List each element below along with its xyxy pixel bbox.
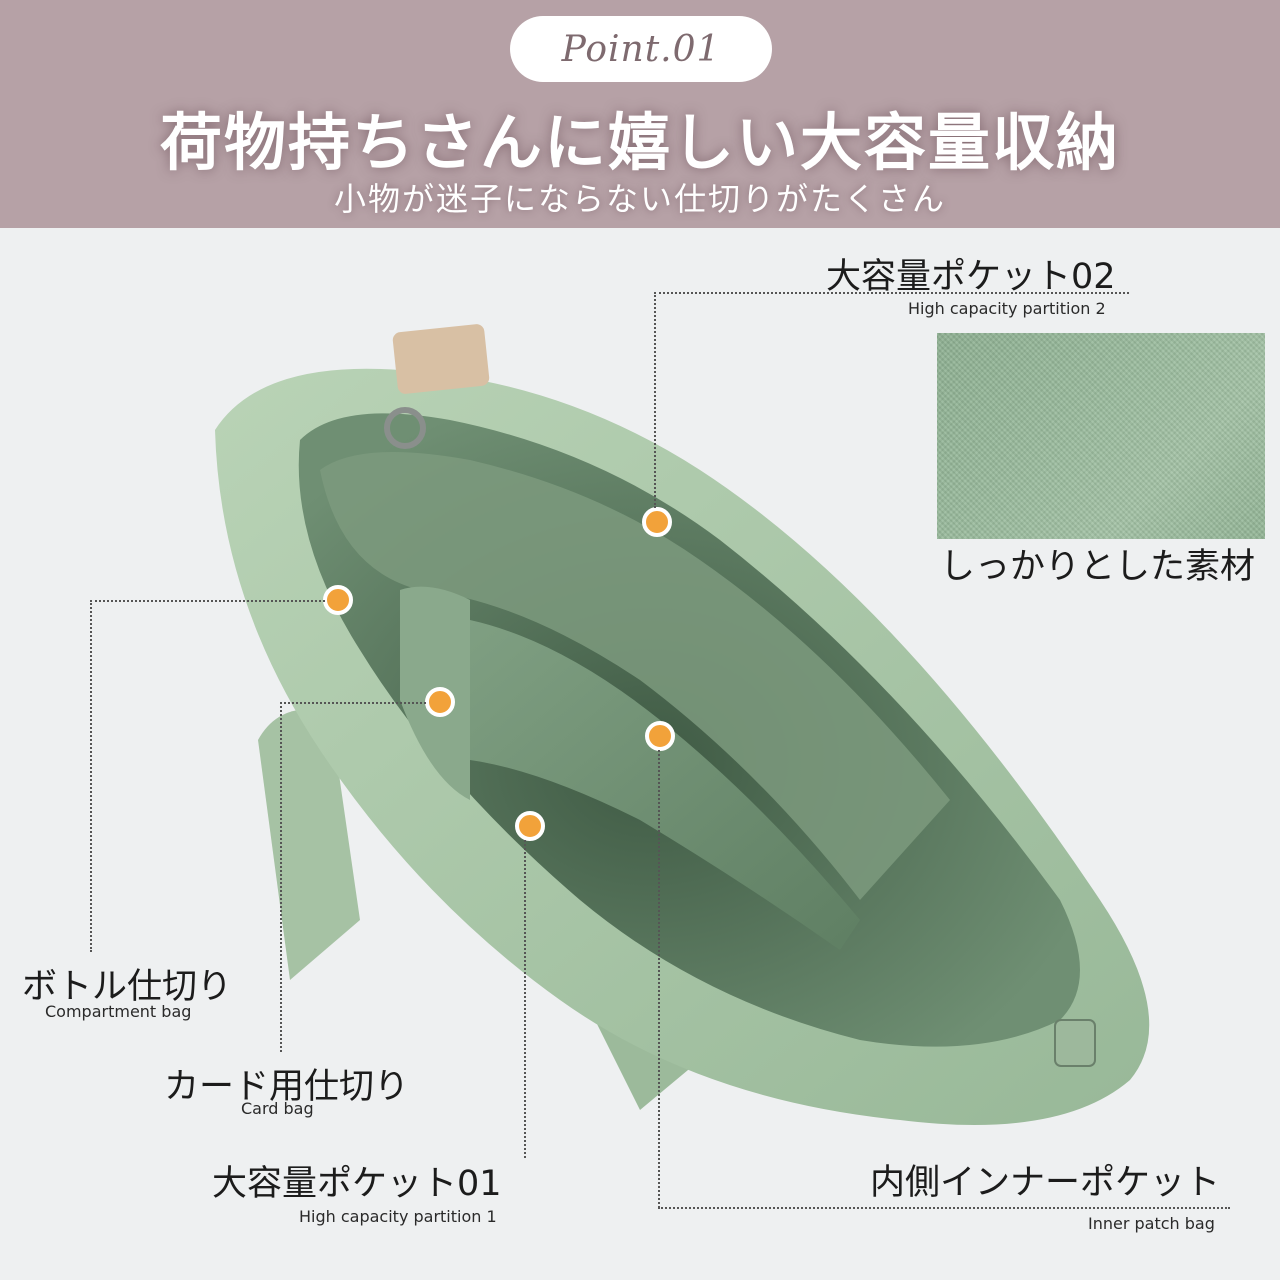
marker-pocket02 [642,507,672,537]
pocket01-label: 大容量ポケット01 [212,1164,502,1204]
marker-inner [645,721,675,751]
leather-tab [392,324,490,394]
material-label: しっかりとした素材 [940,547,1256,587]
pocket01-caption: High capacity partition 1 [299,1207,497,1226]
pocket02-label: 大容量ポケット02 [826,257,1116,297]
marker-pocket01 [515,811,545,841]
pocket02-caption: High capacity partition 2 [908,299,1106,318]
back-pocket [320,452,950,900]
card-partition-caption: Card bag [241,1099,314,1118]
bottle-partition-caption: Compartment bag [45,1002,192,1021]
page-subtitle: 小物が迷子にならない仕切りがたくさん [333,180,946,218]
leader-line-bottle-v [90,600,92,952]
marker-dots [323,507,675,841]
leader-line-pocket01-v [524,840,526,1158]
leader-line-pocket02-h [654,292,1129,294]
marker-bottle [323,585,353,615]
leader-line-inner-h [658,1207,1230,1209]
card-partition-label: カード用仕切り [164,1067,410,1107]
bottle-partition-label: ボトル仕切り [22,967,233,1007]
metal-ring [384,407,426,449]
front-pocket [470,620,860,950]
header-banner: Point.01 荷物持ちさんに嬉しい大容量収納 小物が迷子にならない仕切りがた… [0,0,1280,228]
page-title: 荷物持ちさんに嬉しい大容量収納 [159,106,1120,179]
inner-pocket-caption: Inner patch bag [1088,1214,1215,1233]
bag-handle-left [258,709,360,980]
tote-bag-illustration [215,324,1150,1125]
fabric-swatch-image [937,333,1265,539]
marker-card [425,687,455,717]
inner-pocket-label: 内側インナーポケット [870,1163,1221,1203]
leader-line-card-v [280,702,282,1052]
leader-line-inner-v [658,750,660,1208]
leader-line-pocket02-v [654,292,656,508]
point-badge: Point.01 [510,16,772,82]
leader-line-card-h [280,702,426,704]
leader-line-bottle-h [90,600,325,602]
zipper-pull [1054,1019,1096,1067]
